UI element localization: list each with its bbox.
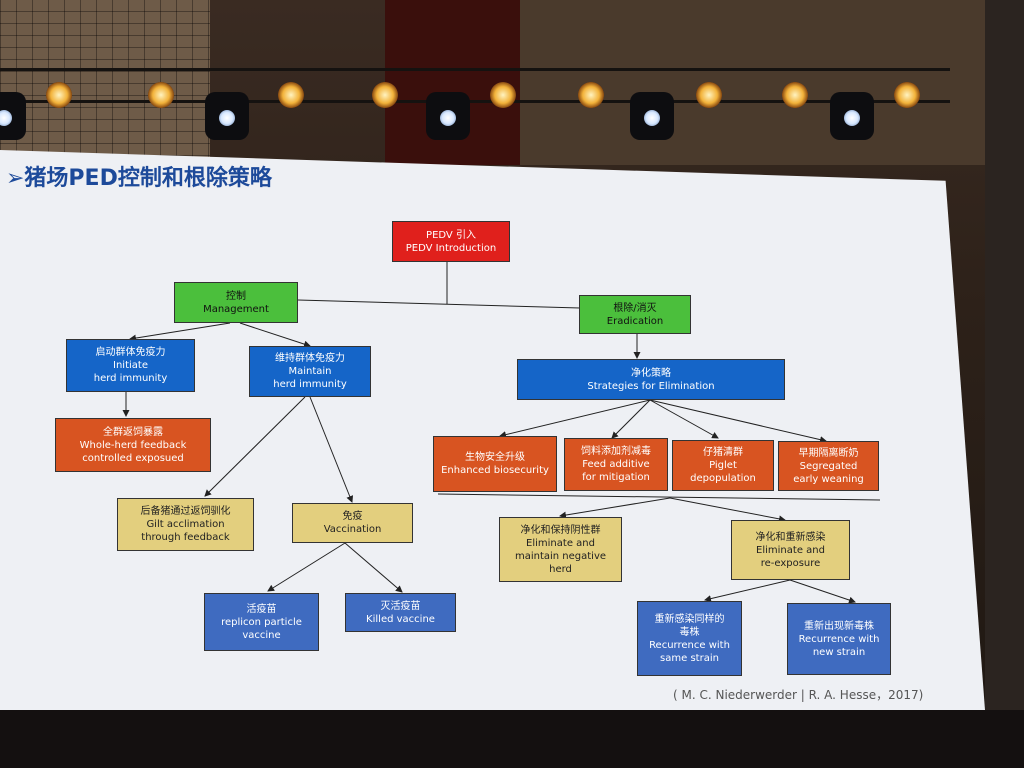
node-maintain-negative-herd: 净化和保持阴性群 Eliminate and maintain negative… xyxy=(499,517,622,582)
node-label-en: herd immunity xyxy=(273,379,347,390)
node-gilt-acclimation: 后备猪通过返饲驯化 Gilt acclimation through feedb… xyxy=(117,498,254,551)
node-whole-herd-feedback: 全群返饲暴露 Whole-herd feedback controlled ex… xyxy=(55,418,211,472)
node-re-exposure: 净化和重新感染 Eliminate and re-exposure xyxy=(731,520,850,580)
node-label-zh: 毒株 xyxy=(679,626,700,638)
node-recurrence-same-strain: 重新感染同样的 毒株 Recurrence with same strain xyxy=(637,601,742,676)
node-label-en: herd immunity xyxy=(93,373,168,384)
node-initiate-herd-immunity: 启动群体免疫力 Initiate herd immunity xyxy=(66,339,195,392)
spotlight xyxy=(426,92,470,140)
node-label-en: Initiate xyxy=(113,360,148,371)
node-label-en: Recurrence with xyxy=(798,633,880,645)
node-strategies-for-elimination: 净化策略 Strategies for Elimination xyxy=(517,359,785,400)
node-label-zh: 重新感染同样的 xyxy=(654,613,725,625)
node-label-zh: PEDV 引入 xyxy=(426,229,476,241)
node-vaccination: 免疫 Vaccination xyxy=(292,503,413,543)
node-label-en: Whole-herd feedback xyxy=(79,439,187,451)
node-label-en: herd xyxy=(549,563,572,575)
stage-light xyxy=(148,82,174,108)
node-label-zh: 生物安全升级 xyxy=(465,452,525,463)
stage-light xyxy=(372,82,398,108)
node-label-en: Segregated xyxy=(799,460,858,472)
node-label-en: controlled exposued xyxy=(82,452,184,464)
node-piglet-depopulation: 仔猪清群 Piglet depopulation xyxy=(672,440,774,491)
node-pedv-introduction: PEDV 引入 PEDV Introduction xyxy=(392,221,510,262)
stage-light xyxy=(490,82,516,108)
node-label-zh: 灭活疫苗 xyxy=(380,600,421,612)
node-enhanced-biosecurity: 生物安全升级 Enhanced biosecurity xyxy=(433,436,557,492)
stage-light xyxy=(578,82,604,108)
node-feed-additive: 饲料添加剂减毒 Feed additive for mitigation xyxy=(564,438,668,491)
node-label-en: maintain negative xyxy=(514,550,607,562)
node-label-zh: 免疫 xyxy=(342,511,363,522)
node-label-zh: 饲料添加剂减毒 xyxy=(581,446,651,457)
node-label-zh: 全群返饲暴露 xyxy=(103,426,163,438)
node-label-en: through feedback xyxy=(141,532,230,543)
node-label-en: Eliminate and xyxy=(756,544,825,556)
node-label-en: Recurrence with xyxy=(649,639,730,651)
stage-pillar xyxy=(985,0,1024,768)
node-label-en: Eradication xyxy=(606,315,664,327)
node-segregated-early-weaning: 早期隔离断奶 Segregated early weaning xyxy=(778,441,879,491)
lighting-truss xyxy=(0,60,950,110)
spotlight xyxy=(830,92,874,140)
node-label-zh: 净化和保持阴性群 xyxy=(520,524,601,536)
node-label-zh: 活疫苗 xyxy=(246,603,277,615)
stage-floor xyxy=(0,710,1024,768)
stage-light xyxy=(894,82,920,108)
wall-panel-right xyxy=(520,0,1024,165)
node-management: 控制 Management xyxy=(174,282,298,323)
node-label-en: Enhanced biosecurity xyxy=(441,465,549,476)
node-label-en: Maintain xyxy=(288,366,332,377)
node-label-en: Management xyxy=(203,303,269,315)
node-eradication: 根除/消灭 Eradication xyxy=(579,295,691,334)
wall-panel-left xyxy=(0,0,210,160)
node-label-zh: 净化和重新感染 xyxy=(755,531,826,543)
stage-light xyxy=(696,82,722,108)
node-label-zh: 后备猪通过返饲驯化 xyxy=(140,506,231,517)
node-label-en: re-exposure xyxy=(760,557,821,569)
node-label-zh: 启动群体免疫力 xyxy=(95,347,166,358)
node-label-en: Gilt acclimation xyxy=(146,519,225,530)
node-label-en: PEDV Introduction xyxy=(405,242,497,254)
node-killed-vaccine: 灭活疫苗 Killed vaccine xyxy=(345,593,456,632)
node-label-en: Piglet xyxy=(709,460,737,471)
citation: ( M. C. Niederwerder | R. A. Hesse，2017) xyxy=(673,688,924,702)
node-label-en: Eliminate and xyxy=(526,537,595,549)
node-label-zh: 早期隔离断奶 xyxy=(798,447,859,459)
node-label-en: Vaccination xyxy=(323,524,382,535)
node-label-en: depopulation xyxy=(690,473,756,484)
node-label-zh: 控制 xyxy=(226,290,246,302)
node-label-en: Feed additive xyxy=(582,459,650,470)
node-label-zh: 净化策略 xyxy=(631,367,671,379)
node-label-en: early weaning xyxy=(793,473,864,485)
node-maintain-herd-immunity: 维持群体免疫力 Maintain herd immunity xyxy=(249,346,371,397)
spotlight xyxy=(0,92,26,140)
node-label-zh: 维持群体免疫力 xyxy=(275,353,345,364)
node-label-en: for mitigation xyxy=(582,472,650,483)
stage-light xyxy=(46,82,72,108)
node-live-vaccine: 活疫苗 replicon particle vaccine xyxy=(204,593,319,651)
slide-title: ➢猪场PED控制和根除策略 xyxy=(6,166,272,191)
stage-light xyxy=(278,82,304,108)
node-label-zh: 根除/消灭 xyxy=(613,302,657,314)
node-label-en: new strain xyxy=(812,646,866,658)
node-label-en: Killed vaccine xyxy=(366,613,435,625)
spotlight xyxy=(630,92,674,140)
spotlight xyxy=(205,92,249,140)
node-label-en: Strategies for Elimination xyxy=(587,380,715,392)
node-label-zh: 仔猪清群 xyxy=(703,447,743,458)
node-label-zh: 重新出现新毒株 xyxy=(804,620,874,632)
node-label-en: replicon particle xyxy=(221,616,302,628)
node-recurrence-new-strain: 重新出现新毒株 Recurrence with new strain xyxy=(787,603,891,675)
stage-light xyxy=(782,82,808,108)
node-label-en: same strain xyxy=(660,652,719,664)
node-label-en: vaccine xyxy=(242,629,281,641)
